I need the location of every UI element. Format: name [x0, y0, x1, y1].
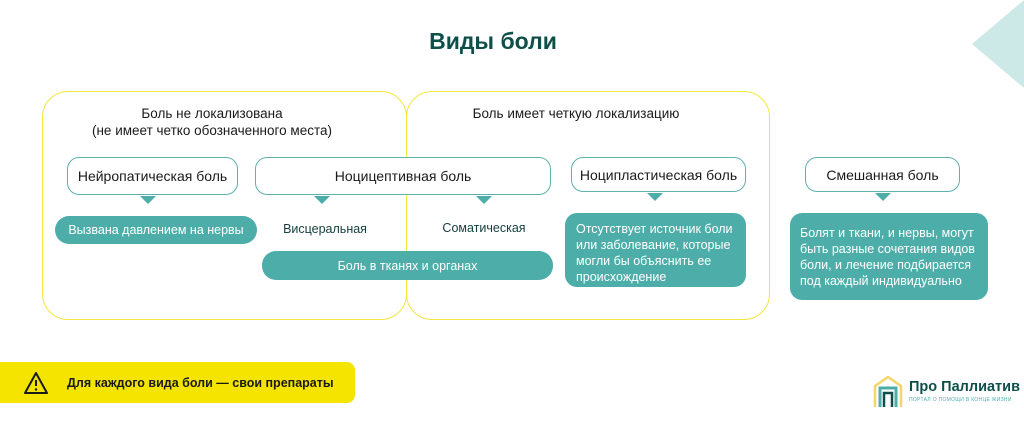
heading-line2: (не имеет четко обозначенного места) [91, 123, 332, 138]
nociceptive-pain-box: Ноцицептивная боль [255, 157, 551, 195]
mixed-description: Болят и ткани, и нервы, могут быть разны… [790, 213, 988, 300]
pointer [314, 196, 330, 204]
logo-tagline: ПОРТАЛ О ПОМОЩИ В КОНЦЕ ЖИЗНИ [909, 396, 1012, 403]
logo-name: Про Паллиатив [909, 378, 1020, 395]
neuropathic-description: Вызвана давлением на нервы [55, 216, 257, 244]
mixed-pain-box: Смешанная боль [805, 157, 960, 192]
group-unlocalized-heading: Боль не локализована (не имеет четко обо… [42, 105, 382, 139]
logo: Про Паллиатив ПОРТАЛ О ПОМОЩИ В КОНЦЕ ЖИ… [872, 374, 1020, 407]
group-localized-heading: Боль имеет четкую локализацию [472, 106, 680, 121]
warning-triangle-icon [24, 371, 48, 394]
pointer [875, 193, 891, 201]
visceral-subtype: Висцеральная [283, 222, 367, 236]
pointer [476, 196, 492, 204]
corner-decoration [972, 0, 1024, 88]
neuropathic-pain-box: Нейропатическая боль [67, 157, 238, 195]
warning-text: Для каждого вида боли — свои препараты [67, 375, 334, 390]
nociplastic-pain-box: Ноципластическая боль [571, 157, 746, 192]
warning-banner: Для каждого вида боли — свои препараты [0, 362, 355, 403]
heading-line1: Боль не локализована [141, 106, 283, 121]
pointer [647, 193, 663, 201]
page-title: Виды боли [429, 28, 557, 54]
house-logo-icon [873, 375, 903, 407]
somatic-subtype: Соматическая [442, 221, 526, 235]
pointer [140, 196, 156, 204]
nociceptive-description: Боль в тканях и органах [262, 251, 553, 280]
nociplastic-description: Отсутствует источник боли или заболевани… [565, 213, 746, 287]
group-localized [406, 91, 770, 320]
